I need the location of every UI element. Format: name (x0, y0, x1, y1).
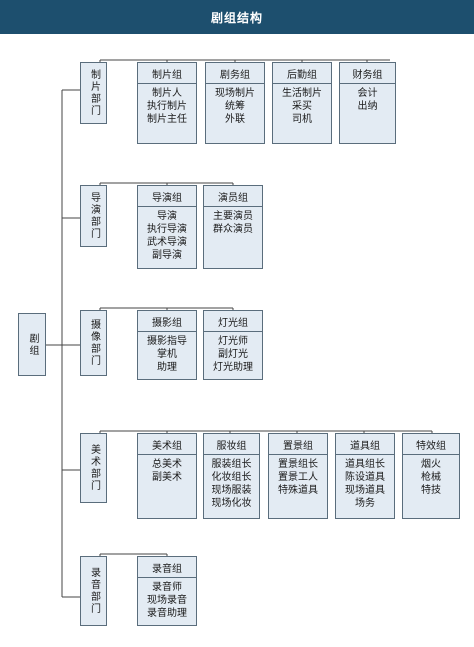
root-label: 剧组 (27, 332, 38, 357)
department-art: 美术部门 (80, 433, 107, 503)
member: 群众演员 (213, 224, 253, 235)
member: 武术导演 (147, 237, 187, 248)
member: 总美术 (152, 459, 182, 470)
department-label: 摄像部门 (88, 319, 100, 367)
group-title: 导演组 (138, 186, 196, 207)
group-title: 服妆组 (204, 434, 259, 455)
member: 外联 (225, 114, 245, 125)
group-card: 道具组 道具组长 陈设道具 现场道具 场务 (335, 433, 395, 519)
department-directing: 导演部门 (80, 185, 107, 247)
group-title: 财务组 (340, 63, 395, 84)
group-title: 录音组 (138, 557, 196, 578)
member: 陈设道具 (345, 472, 385, 483)
member: 现场化妆 (211, 498, 252, 509)
group-title: 美术组 (138, 434, 196, 455)
department-sound: 录音部门 (80, 556, 107, 626)
member: 现场录音 (147, 595, 187, 606)
member: 场务 (355, 498, 375, 509)
member: 化妆组长 (211, 472, 252, 483)
member: 灯光师 (218, 336, 248, 347)
member: 副导演 (152, 250, 182, 261)
group-card: 制片组 制片人 执行制片 制片主任 (137, 62, 197, 144)
member: 灯光助理 (213, 362, 253, 373)
member: 主要演员 (213, 211, 253, 222)
department-production: 制片部门 (80, 62, 107, 124)
member: 执行制片 (147, 101, 187, 112)
member: 道具组长 (345, 459, 385, 470)
member: 特殊道具 (278, 485, 318, 496)
group-title: 特效组 (403, 434, 459, 455)
group-card: 服妆组 服装组长 化妆组长 现场服装 现场化妆 (203, 433, 260, 519)
member: 司机 (292, 114, 312, 125)
page-title: 剧组结构 (0, 0, 474, 34)
member: 副灯光 (218, 349, 248, 360)
member: 生活制片 (282, 88, 322, 99)
group-title: 置景组 (269, 434, 327, 455)
member: 统筹 (225, 101, 245, 112)
group-title: 后勤组 (273, 63, 331, 84)
group-title: 道具组 (336, 434, 394, 455)
group-card: 演员组 主要演员 群众演员 (203, 185, 263, 269)
department-camera: 摄像部门 (80, 310, 107, 376)
member: 副美术 (152, 472, 182, 483)
group-card: 摄影组 摄影指导 掌机 助理 (137, 310, 197, 380)
group-card: 后勤组 生活制片 采买 司机 (272, 62, 332, 144)
group-card: 剧务组 现场制片 统筹 外联 (205, 62, 265, 144)
member: 制片主任 (147, 114, 187, 125)
group-card: 特效组 烟火 枪械 特技 (402, 433, 460, 519)
member: 现场道具 (345, 485, 385, 496)
member: 录音助理 (147, 608, 187, 619)
member: 执行导演 (147, 224, 187, 235)
root-node: 剧组 (18, 313, 46, 376)
member: 现场服装 (211, 485, 252, 496)
department-label: 录音部门 (88, 567, 100, 615)
group-title: 制片组 (138, 63, 196, 84)
department-label: 导演部门 (88, 192, 100, 240)
member: 助理 (157, 362, 177, 373)
group-title: 演员组 (204, 186, 262, 207)
member: 特技 (421, 485, 441, 496)
group-card: 录音组 录音师 现场录音 录音助理 (137, 556, 197, 626)
member: 制片人 (152, 88, 182, 99)
member: 录音师 (152, 582, 182, 593)
member: 置景工人 (278, 472, 318, 483)
member: 服装组长 (211, 459, 252, 470)
member: 采买 (292, 101, 312, 112)
department-label: 美术部门 (88, 444, 100, 492)
group-card: 导演组 导演 执行导演 武术导演 副导演 (137, 185, 197, 269)
member: 摄影指导 (147, 336, 187, 347)
group-card: 美术组 总美术 副美术 (137, 433, 197, 519)
member: 置景组长 (278, 459, 318, 470)
department-label: 制片部门 (88, 69, 100, 117)
member: 会计 (357, 88, 378, 99)
group-card: 财务组 会计 出纳 (339, 62, 396, 144)
group-title: 摄影组 (138, 311, 196, 332)
member: 烟火 (421, 459, 441, 470)
group-card: 灯光组 灯光师 副灯光 灯光助理 (203, 310, 263, 380)
member: 出纳 (357, 101, 378, 112)
group-title: 灯光组 (204, 311, 262, 332)
group-title: 剧务组 (206, 63, 264, 84)
member: 现场制片 (215, 88, 255, 99)
member: 导演 (157, 211, 177, 222)
member: 掌机 (157, 349, 177, 360)
member: 枪械 (421, 472, 441, 483)
group-card: 置景组 置景组长 置景工人 特殊道具 (268, 433, 328, 519)
